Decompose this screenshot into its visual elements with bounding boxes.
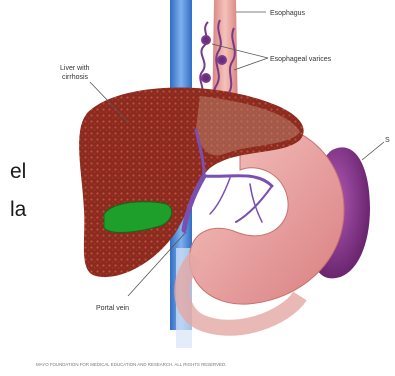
side-text-el: el bbox=[10, 161, 26, 182]
esophagus-label: Esophagus bbox=[270, 10, 306, 17]
side-text-la: la bbox=[10, 199, 26, 220]
liver-label-line-2: cirrhosis bbox=[62, 74, 89, 81]
spleen-label: S bbox=[385, 137, 390, 144]
liver-label-line-1: Liver with bbox=[60, 65, 90, 72]
portal-vein-label: Portal vein bbox=[96, 305, 129, 312]
copyright-text: MAYO FOUNDATION FOR MEDICAL EDUCATION AN… bbox=[36, 362, 226, 367]
esophageal-varices-label: Esophageal varices bbox=[270, 56, 332, 63]
